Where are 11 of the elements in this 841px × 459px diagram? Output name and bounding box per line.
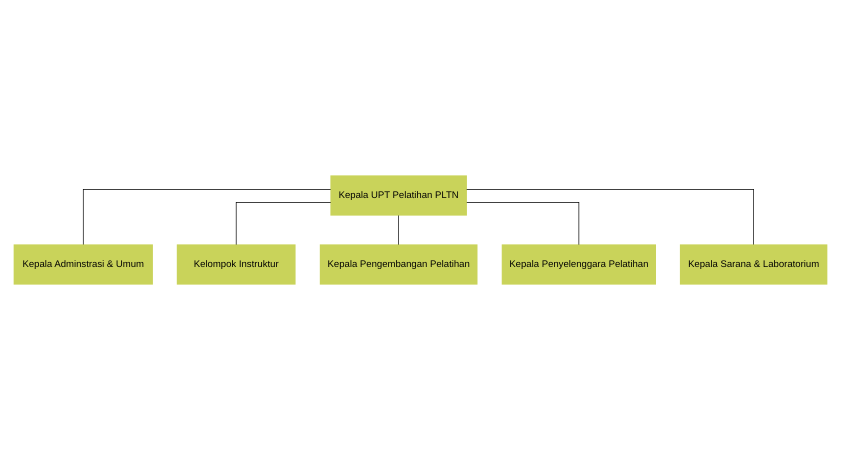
connector <box>82 188 331 244</box>
connector <box>398 214 399 244</box>
node-box: Kelompok Instruktur <box>176 244 296 284</box>
node-box: Kepala Penyelenggara Pelatihan <box>502 244 656 284</box>
node-box: Kepala Sarana & Laboratorium <box>680 244 828 284</box>
connector <box>466 188 754 244</box>
connector <box>466 202 580 244</box>
node-box: Kepala UPT Pelatihan PLTN <box>330 174 467 216</box>
connector <box>236 202 332 244</box>
node-box: Kepala Adminstrasi & Umum <box>14 244 153 284</box>
node-box: Kepala Pengembangan Pelatihan <box>320 244 478 284</box>
